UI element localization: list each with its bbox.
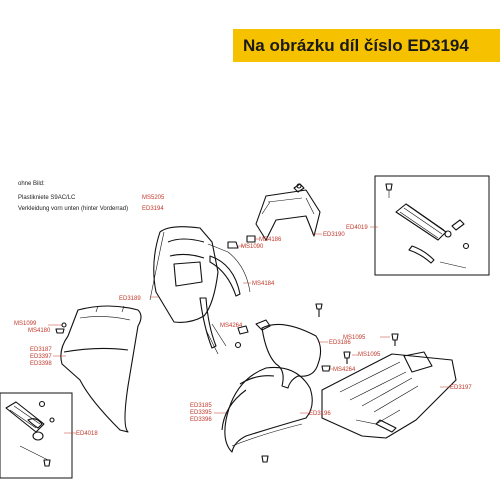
label-ms1090: MS1090 (241, 244, 264, 250)
label-ed3189: ED3189 (119, 296, 141, 302)
label-ms4184: MS4184 (252, 281, 275, 287)
part-ed3187-front-cover (60, 305, 142, 433)
label-ed3197: ED3197 (450, 385, 472, 391)
inset-box-ed4019 (374, 175, 490, 276)
part-ms1090 (227, 241, 239, 249)
label-ed3397: ED3397 (30, 354, 52, 360)
label-ed4019: ED4019 (346, 225, 368, 231)
part-washer (234, 341, 242, 349)
label-ed4018: ED4018 (76, 431, 98, 437)
label-ed3398: ED3398 (30, 361, 52, 367)
part-ms1095-b (343, 351, 351, 364)
part-bottom-screw (261, 455, 269, 463)
inset-box-ed4018 (0, 392, 73, 479)
inset-parts-ed4018 (5, 400, 55, 467)
part-ms4180 (55, 328, 65, 334)
part-ms1099 (61, 322, 67, 328)
label-ms1095-a: MS1095 (343, 335, 366, 341)
part-ms4186 (246, 235, 256, 243)
label-ed3190: ED3190 (323, 232, 345, 238)
part-ms4264-left (237, 325, 249, 335)
label-ed3196: ED3196 (309, 411, 331, 417)
part-ed3189-inner-shield (149, 226, 251, 355)
label-ms1099: MS1099 (14, 321, 37, 327)
info-label-1: Plastikniete S9AC/LC (18, 195, 76, 201)
part-ed3197-floor-tray (321, 351, 457, 439)
label-ed3395: ED3395 (190, 410, 212, 416)
label-ms4180: MS4180 (28, 328, 51, 334)
title-banner: Na obrázku díl číslo ED3194 (233, 29, 500, 62)
label-ed3186: ED3186 (329, 340, 351, 346)
label-ms4264-left: MS4264 (220, 323, 243, 329)
inset-parts-ed4019 (385, 183, 470, 269)
label-ms1095-b: MS1095 (358, 352, 381, 358)
label-ed3185: ED3185 (190, 403, 212, 409)
label-ms4186: MS4186 (259, 237, 282, 243)
label-ed3396: ED3396 (190, 417, 212, 423)
info-label-2: Verkleidung vorn unten (hinter Vorderrad… (18, 206, 129, 212)
part-ed3190-bracket (255, 183, 321, 241)
info-value-1: MS5205 (142, 195, 165, 201)
part-screw-top (315, 303, 323, 317)
part-ed3185-lower-cover (221, 366, 313, 453)
label-ms4264-right: MS4264 (333, 367, 356, 373)
info-label-0: ohne Bild: (18, 181, 45, 187)
part-ms1095-a (391, 333, 399, 346)
part-ms4264-right (321, 365, 331, 372)
label-ed3187: ED3187 (30, 347, 52, 353)
info-value-2: ED3194 (142, 206, 164, 212)
part-ed3186-panel (255, 319, 322, 389)
banner-text: Na obrázku díl číslo ED3194 (243, 35, 469, 55)
